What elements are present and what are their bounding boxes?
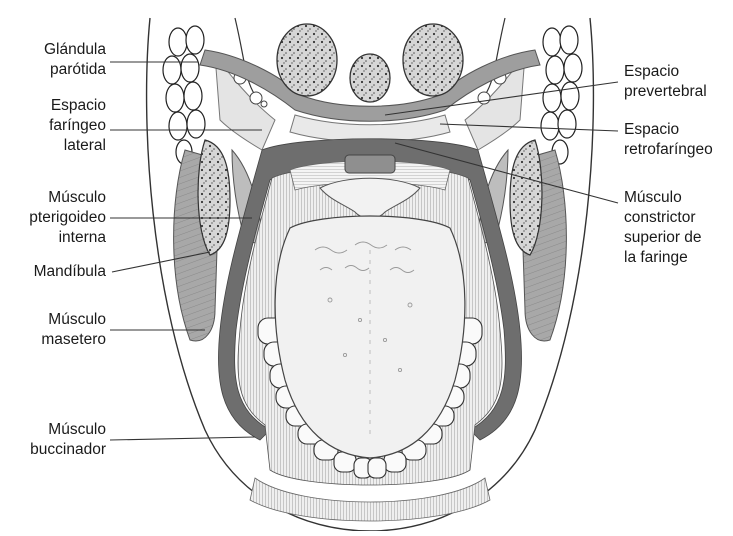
pharyngeal-lumen <box>345 155 395 173</box>
vertebra-right <box>403 24 463 96</box>
vertebra-center <box>350 54 390 102</box>
mandible-left <box>198 140 230 255</box>
vertebra-left <box>277 24 337 96</box>
parotid-gland-left <box>163 26 205 164</box>
parotid-gland-right <box>541 26 582 164</box>
mandible-right <box>510 140 542 255</box>
label-mandibula: Mandíbula <box>6 262 106 282</box>
